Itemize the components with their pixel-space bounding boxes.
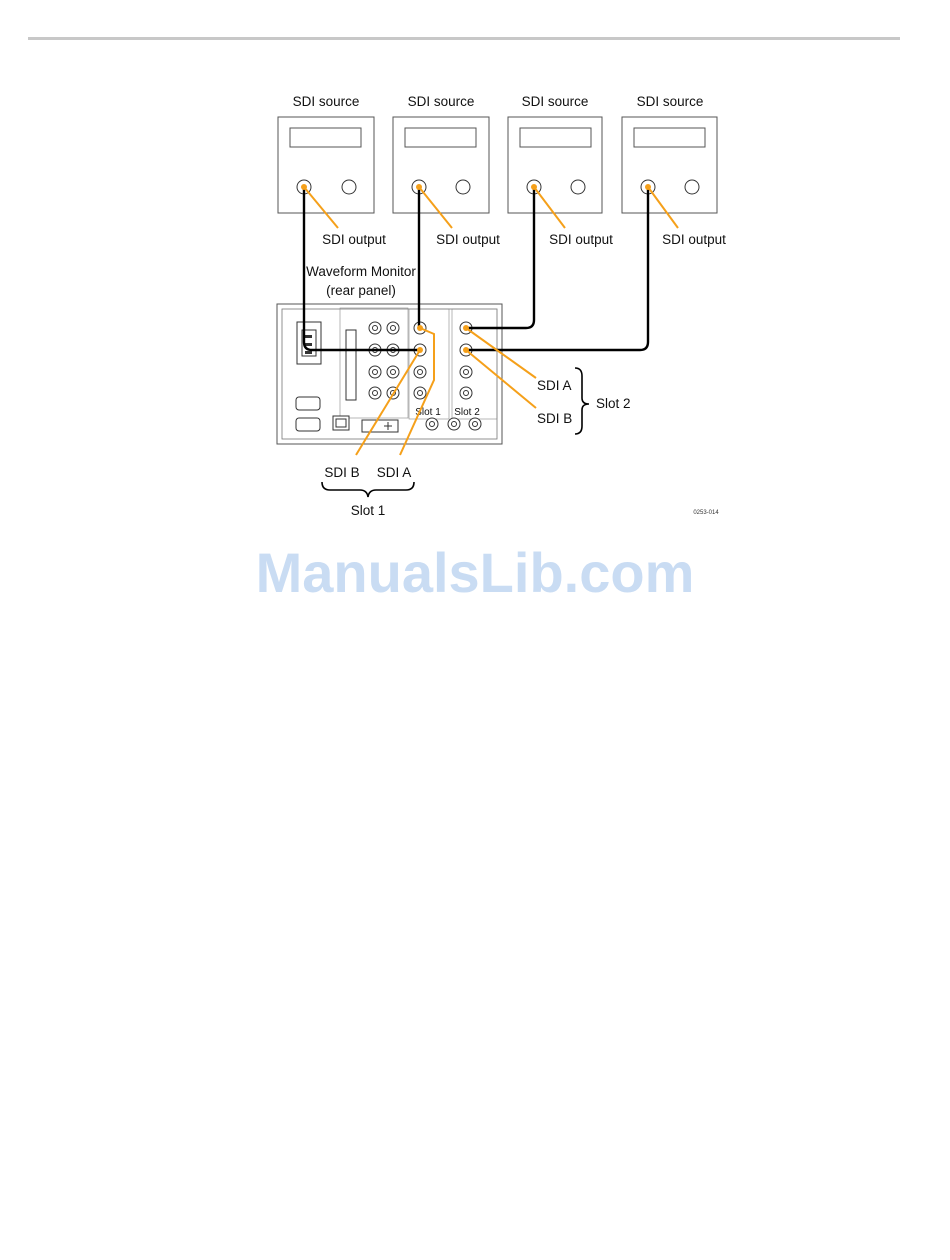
sdi-source-label: SDI source [293,94,360,109]
slot2-sdi-a-label: SDI A [537,378,572,393]
sdi-output-label: SDI output [436,232,500,247]
sdi-source-label: SDI source [637,94,704,109]
slot2-brace [575,368,589,434]
slot1-sdi-b-label: SDI B [324,465,359,480]
sdi-source-label: SDI source [522,94,589,109]
sdi-output-label: SDI output [322,232,386,247]
sdi-source-1: SDI source [278,94,374,213]
slot1-brace [322,482,414,497]
sdi-source-3: SDI source [508,94,602,213]
slot2-sdi-b-label: SDI B [537,411,572,426]
monitor-subtitle: (rear panel) [326,283,396,298]
sdi-source-2: SDI source [393,94,489,213]
slot1-group-label: Slot 1 [351,503,386,518]
figure-id: 0253-014 [693,510,719,516]
sdi-source-4: SDI source [622,94,717,213]
sdi-source-label: SDI source [408,94,475,109]
monitor-title: Waveform Monitor [306,264,416,279]
rear-panel: Slot 1 Slot 2 [277,304,502,444]
sdi-output-label: SDI output [662,232,726,247]
sdi-output-label: SDI output [549,232,613,247]
watermark: ManualsLib.com [0,540,950,605]
slot2-group-label: Slot 2 [596,396,631,411]
slot1-sdi-a-label: SDI A [377,465,412,480]
slot-2-panel-label: Slot 2 [454,407,480,418]
